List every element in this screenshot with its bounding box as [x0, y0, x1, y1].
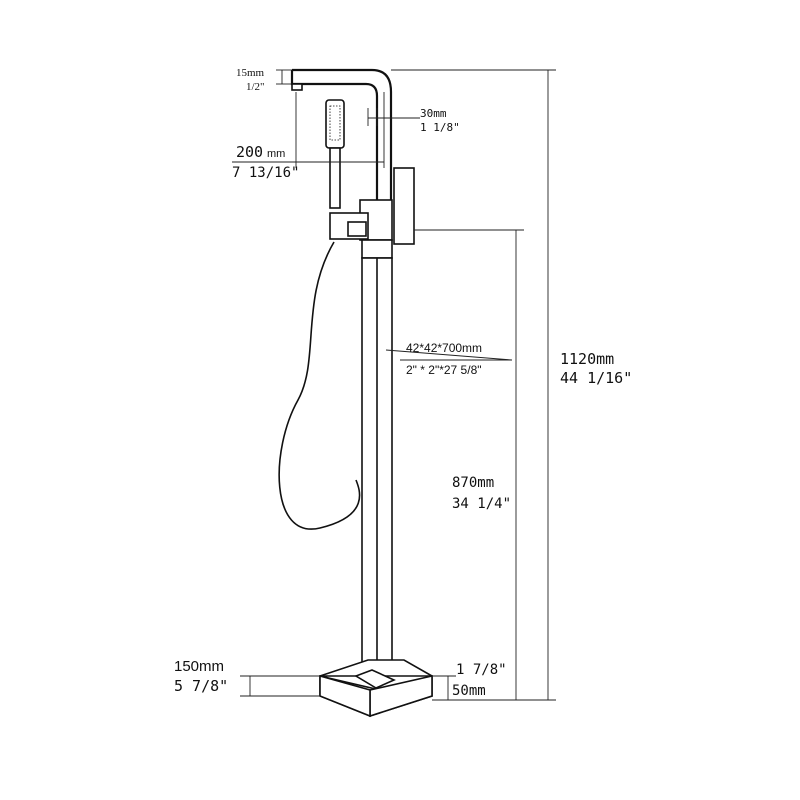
lever-handle: [393, 167, 415, 245]
hand-shower-handle: [329, 147, 341, 209]
label-valve-height-in: 34 1/4": [452, 496, 512, 512]
dim-offset: [367, 108, 420, 126]
dim-valve-height: [414, 229, 524, 700]
label-offset-in: 1 1/8": [420, 121, 460, 134]
label-base-height-mm: 50mm: [452, 683, 486, 699]
reach-value: 200: [236, 143, 264, 161]
label-base-width-mm: 150mm: [174, 658, 225, 675]
dim-reach: [232, 92, 385, 168]
dim-column: [385, 349, 513, 361]
column: [361, 257, 393, 677]
mixer-body: [329, 167, 415, 259]
dim-total-height: [391, 69, 556, 701]
dim-spout-diameter: [276, 69, 292, 85]
label-column-mm: 42*42*700mm: [406, 341, 483, 355]
label-offset-mm: 30mm: [420, 107, 447, 120]
label-column-in: 2" * 2"*27 5/8": [406, 363, 482, 377]
label-reach-mm: 200 mm: [236, 145, 285, 160]
dim-base-width: [240, 675, 320, 697]
label-valve-height-mm: 870mm: [452, 475, 495, 491]
spout: [290, 68, 393, 205]
hand-shower: [325, 99, 345, 209]
label-spout-diameter-mm: 15mm: [236, 67, 265, 79]
label-total-height-in: 44 1/16": [560, 369, 633, 387]
label-base-width-in: 5 7/8": [174, 677, 229, 695]
label-total-height-mm: 1120mm: [560, 350, 615, 368]
reach-unit: mm: [266, 148, 286, 160]
floor-base: [319, 659, 433, 718]
label-spout-diameter-in: 1/2": [246, 81, 265, 93]
label-base-height-in: 1 7/8": [456, 662, 507, 678]
hose: [278, 241, 361, 530]
spout-outlet: [291, 83, 303, 91]
label-reach-in: 7 13/16": [232, 165, 300, 181]
dim-base-height: [432, 675, 456, 701]
